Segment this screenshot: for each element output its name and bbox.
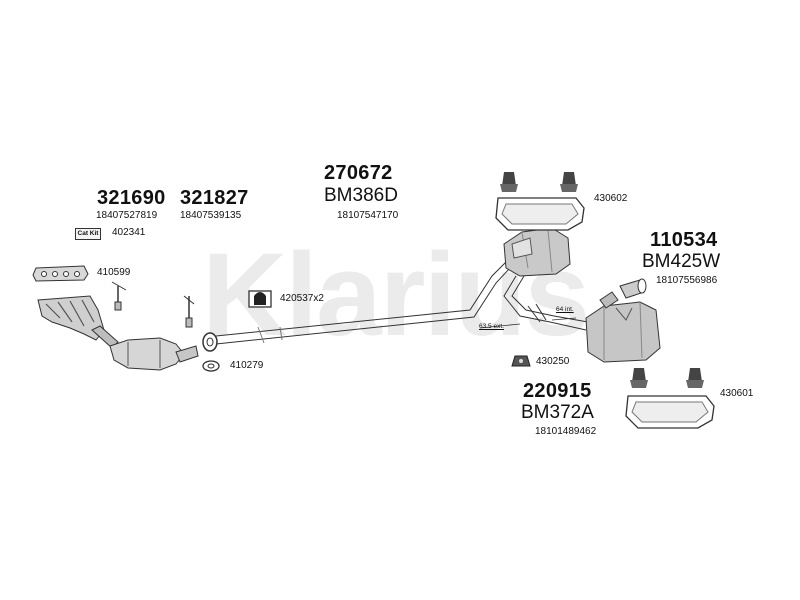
exhaust-manifold-icon (37, 295, 119, 349)
middle-silencer-icon (503, 227, 571, 277)
rear-silencer-icon (585, 301, 661, 363)
oe-number-label: 18107556986 (656, 275, 718, 286)
gasket-part-label: 410599 (97, 267, 131, 278)
dimension-ext-label: 63.5 ext. (479, 323, 504, 330)
tailpipe-icon (599, 278, 647, 309)
hanger-bracket-icon (495, 197, 585, 231)
cat-kit-box: Cat Kit (75, 228, 101, 240)
dimension-leaders (479, 317, 577, 329)
oe-number-label: 18407539135 (180, 210, 242, 221)
rear-pipe-icon (503, 275, 589, 331)
clamp-icon (248, 290, 272, 308)
rubber-hanger-icon (500, 172, 578, 192)
lambda-sensor-icon (183, 295, 195, 328)
intermediate-pipe-icon (215, 261, 511, 345)
model-code-label: BM386D (324, 185, 398, 206)
oe-number-label: 18107547170 (337, 210, 399, 221)
lambda-sensor-icon (111, 281, 127, 311)
part-code-label: 220915 (523, 380, 592, 402)
dimension-int-label: 64 int. (556, 306, 574, 313)
clamp-part-label: 420537x2 (280, 293, 324, 304)
oe-number-label: 18101489462 (535, 426, 597, 437)
cat-kit-part-label: 402341 (112, 227, 146, 238)
hanger-top-part-label: 430602 (594, 193, 628, 204)
flange-gasket-part-label: 410279 (230, 360, 264, 371)
oe-number-label: 18407527819 (96, 210, 158, 221)
pipe-join-marks (527, 303, 547, 323)
manifold-gasket-icon (32, 265, 89, 282)
part-code-label: 321690 (97, 187, 166, 209)
hanger-bottom-part-label: 430601 (720, 388, 754, 399)
flange-gasket-icon (202, 332, 218, 352)
part-code-label: 110534 (650, 229, 718, 251)
flange-gasket-loose-icon (202, 360, 220, 372)
hanger-bracket-icon (625, 395, 715, 429)
part-code-label: 321827 (180, 187, 249, 209)
part-code-label: 270672 (324, 162, 393, 184)
rubber-mount-icon (511, 355, 531, 367)
catalytic-converter-icon (109, 337, 199, 371)
model-code-label: BM372A (521, 402, 594, 423)
rubber-mount-part-label: 430250 (536, 356, 570, 367)
model-code-label: BM425W (642, 251, 721, 272)
rubber-hanger-icon (630, 368, 704, 388)
